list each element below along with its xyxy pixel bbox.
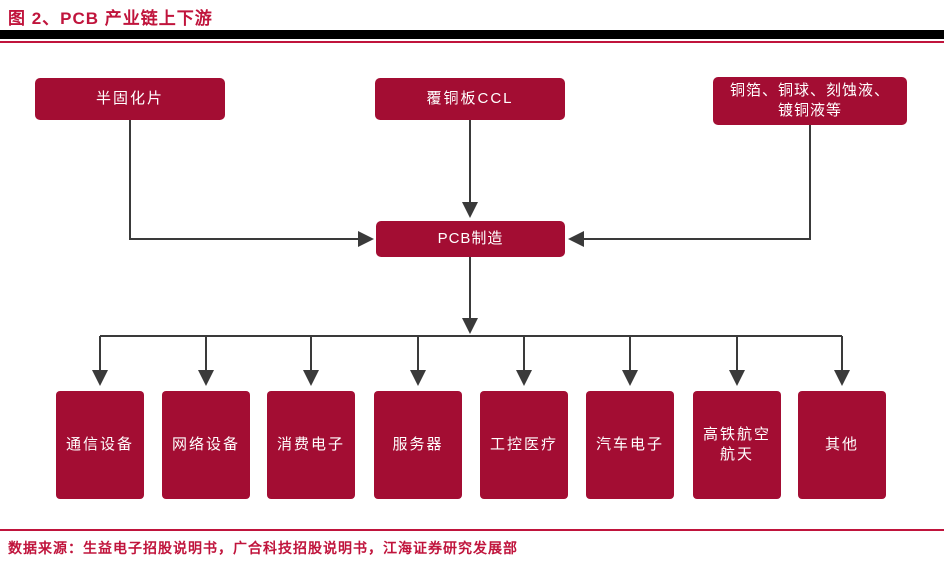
node-upstream-copper-materials: 铜箔、铜球、刻蚀液、镀铜液等 xyxy=(713,77,907,125)
figure-title: 图 2、PCB 产业链上下游 xyxy=(8,9,213,28)
node-pcb-manufacturing: PCB制造 xyxy=(376,221,565,257)
node-downstream-network-equipment: 网络设备 xyxy=(162,391,250,499)
header-black-bar xyxy=(0,30,944,39)
node-downstream-servers: 服务器 xyxy=(374,391,462,499)
edge-prepreg-to-pcb xyxy=(129,120,374,247)
node-downstream-rail-aerospace: 高铁航空航天 xyxy=(693,391,781,499)
node-downstream-others: 其他 xyxy=(798,391,886,499)
node-downstream-automotive-electronics: 汽车电子 xyxy=(586,391,674,499)
node-upstream-prepreg: 半固化片 xyxy=(35,78,225,120)
header-red-rule xyxy=(0,41,944,43)
node-upstream-ccl: 覆铜板CCL xyxy=(375,78,565,120)
node-downstream-consumer-electronics: 消费电子 xyxy=(267,391,355,499)
footer-red-rule xyxy=(0,529,944,531)
edge-copper-to-pcb xyxy=(568,125,811,247)
node-downstream-industrial-medical: 工控医疗 xyxy=(480,391,568,499)
data-source-note: 数据来源：生益电子招股说明书，广合科技招股说明书，江海证券研究发展部 xyxy=(8,540,518,556)
node-downstream-telecom-equipment: 通信设备 xyxy=(56,391,144,499)
